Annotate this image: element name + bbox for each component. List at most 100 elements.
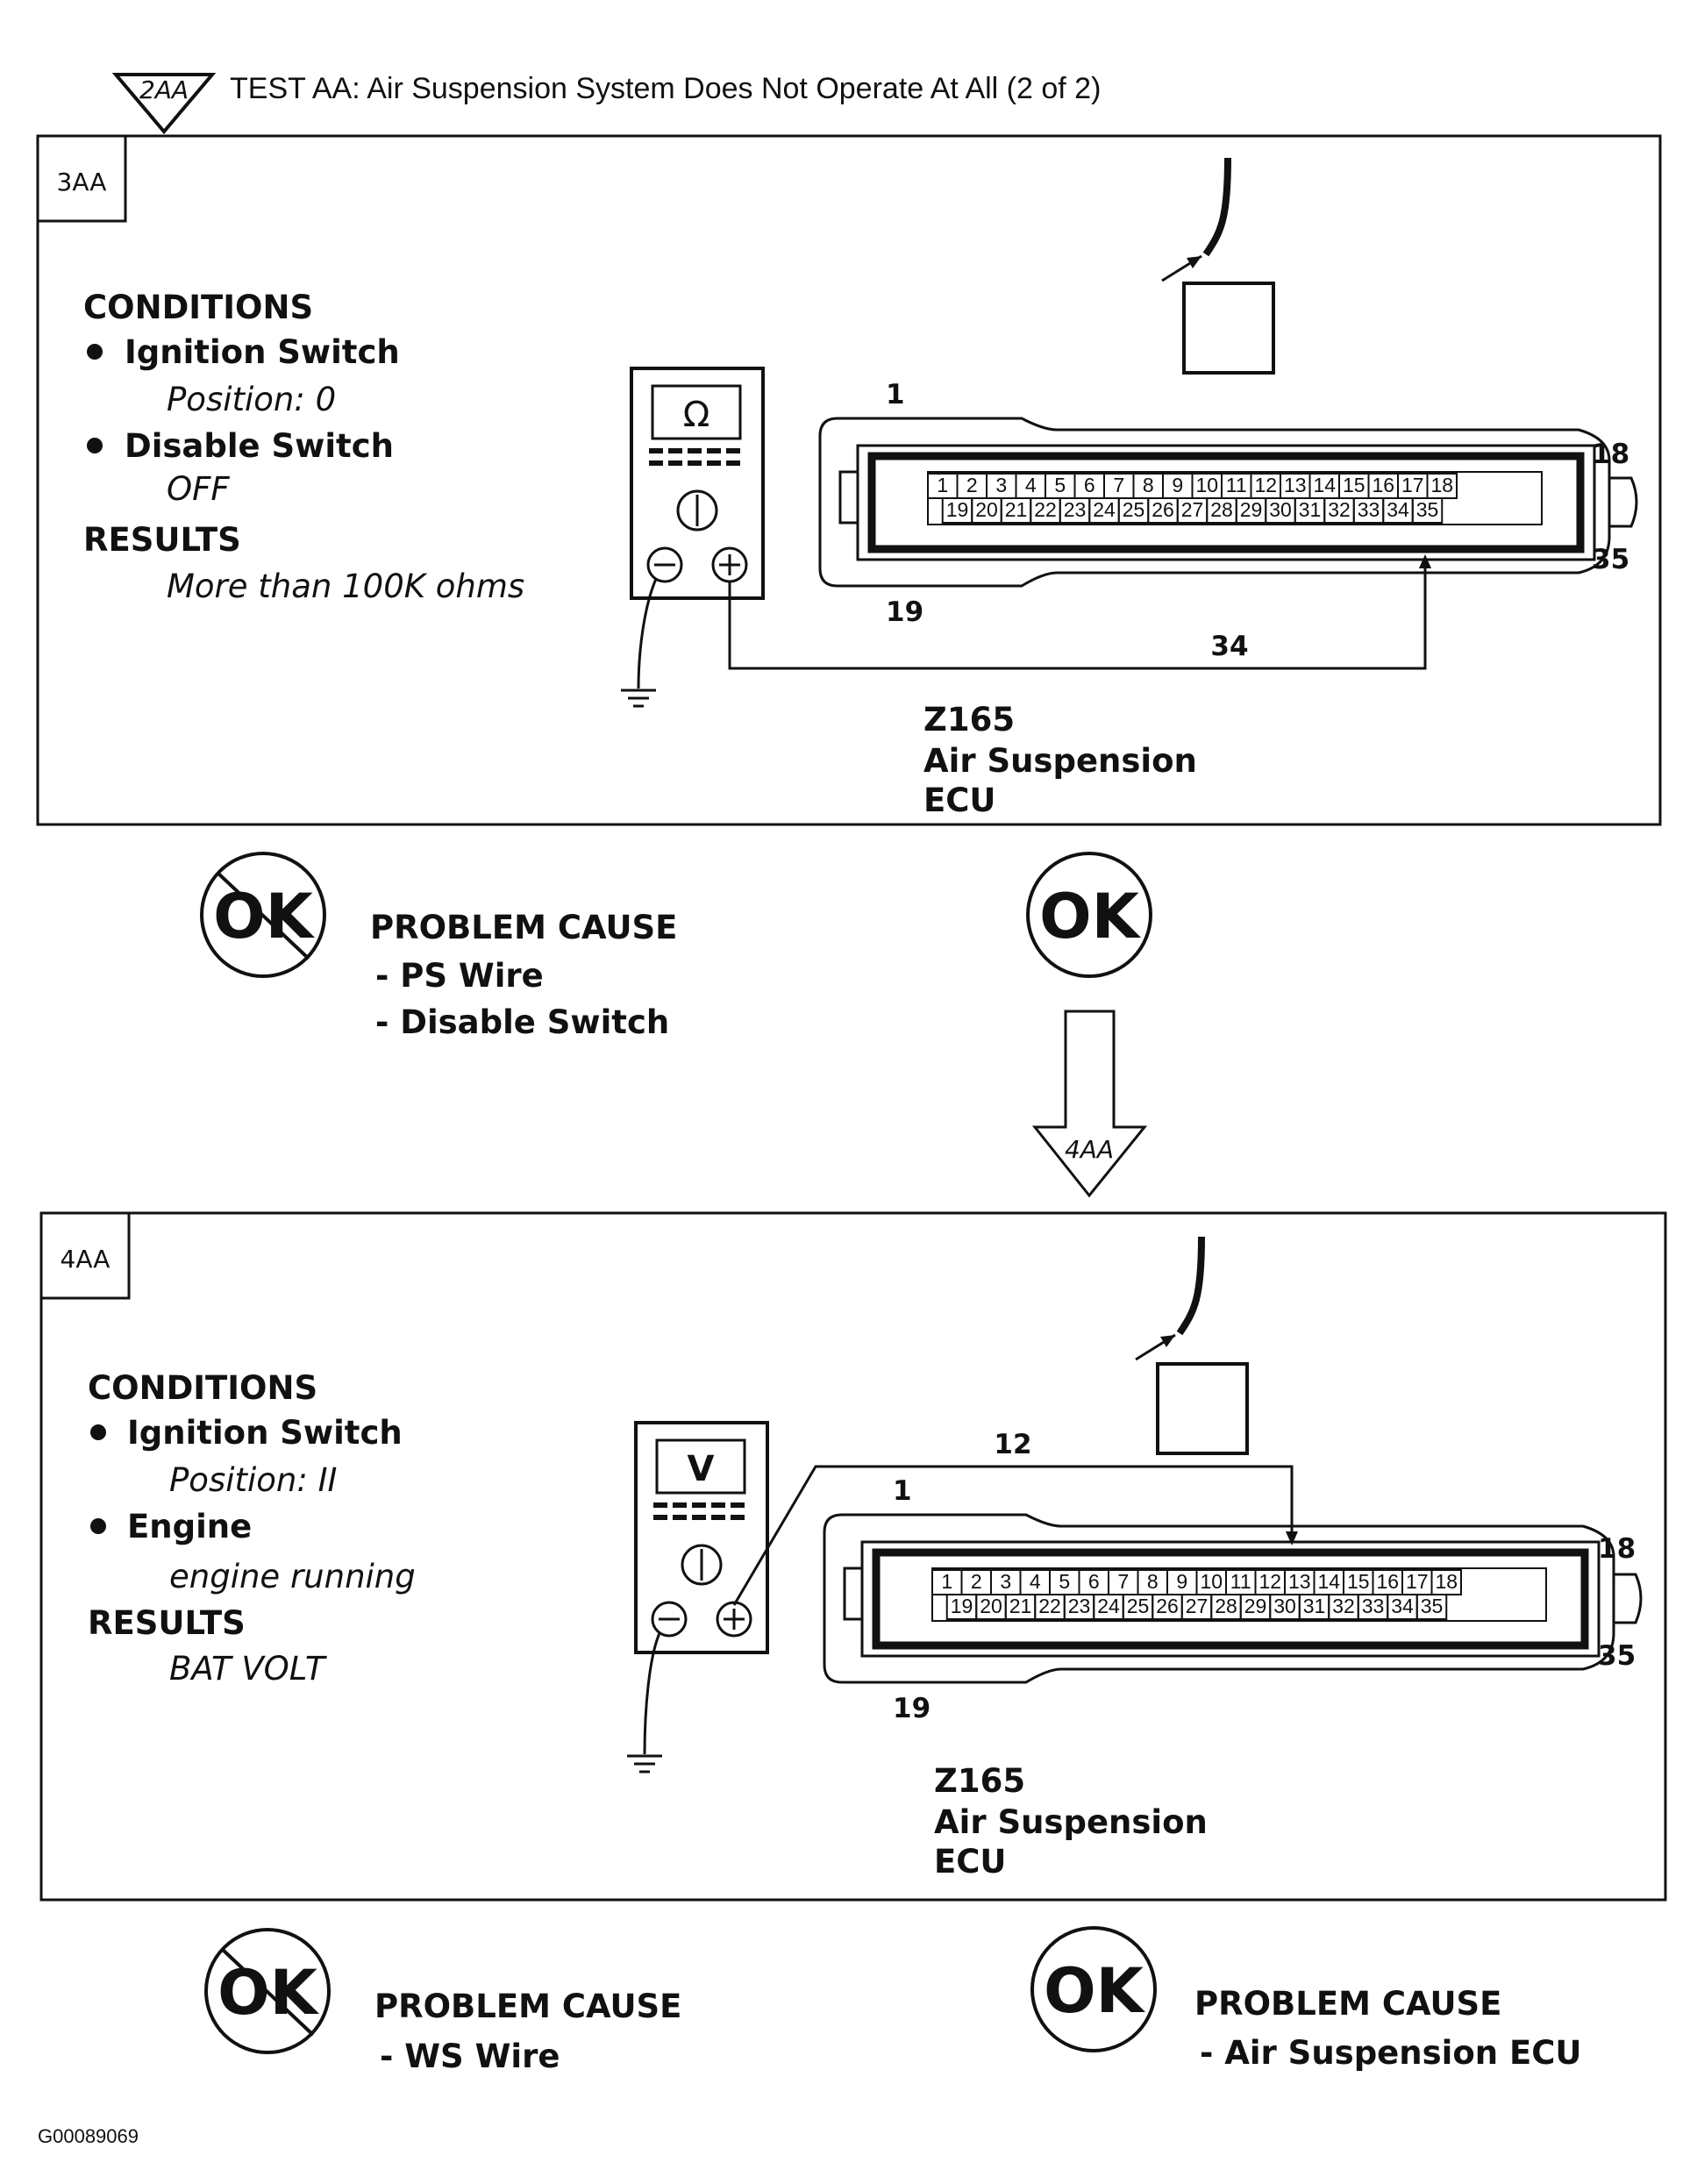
pin-label: 3 (1000, 1570, 1011, 1593)
figure-code: G00089069 (38, 2125, 139, 2147)
step-id: 3AA (57, 168, 107, 196)
plus-terminal-icon (711, 546, 748, 583)
arrow-icon (1419, 554, 1431, 568)
conditions: CONDITIONS Ignition Switch Position: 0 D… (83, 289, 524, 605)
connector-name: Air Suspension (934, 1803, 1208, 1841)
pin-label: 9 (1172, 474, 1183, 496)
pin-label: 13 (1284, 474, 1307, 496)
condition-value: engine running (169, 1558, 416, 1595)
pin-label: 21 (1009, 1595, 1032, 1617)
problem-cause-heading: PROBLEM CAUSE (1194, 1985, 1501, 2023)
pin-label: 26 (1152, 498, 1174, 521)
header: 2AA TEST AA: Air Suspension System Does … (111, 72, 1101, 135)
multimeter: Ω (630, 367, 765, 600)
pin-label: 24 (1097, 1595, 1120, 1617)
pin-label: 24 (1093, 498, 1116, 521)
pin-label: 1 (941, 1570, 952, 1593)
page-title: TEST AA: Air Suspension System Does Not … (230, 72, 1101, 105)
pin-label: 34 (1387, 498, 1409, 521)
pin-label: 35 (1416, 498, 1439, 521)
result-not-ok-3aa: OK PROBLEM CAUSE - PS Wire - Disable Swi… (200, 852, 677, 1041)
conditions: CONDITIONS Ignition Switch Position: II … (88, 1369, 416, 1688)
pin-label: 31 (1303, 1595, 1326, 1617)
arrow-icon (1286, 1531, 1298, 1545)
pin-label: 18 (1435, 1570, 1458, 1593)
volt-icon: V (688, 1449, 715, 1489)
pin-label: 11 (1226, 474, 1247, 496)
result-ok-4aa: OK PROBLEM CAUSE - Air Suspension ECU (1030, 1926, 1581, 2072)
pin-label: 28 (1210, 498, 1233, 521)
panel-frame (39, 1211, 1667, 1902)
pin-label: 19 (946, 498, 969, 521)
probe-pin-label: 12 (994, 1429, 1031, 1460)
condition-name: Ignition Switch (125, 333, 400, 371)
component-box (1182, 282, 1275, 375)
corner-label-top-left: 1 (886, 379, 905, 410)
step-id: 4AA (61, 1245, 111, 1274)
pin-label: 23 (1064, 498, 1087, 521)
problem-cause-heading: PROBLEM CAUSE (370, 909, 677, 946)
result-ok-3aa: OK (1026, 852, 1152, 978)
pin-label: 17 (1406, 1570, 1429, 1593)
pin-label: 12 (1254, 474, 1277, 496)
pin-label: 4 (1025, 474, 1037, 496)
pin-label: 16 (1372, 474, 1394, 496)
pin-label: 3 (995, 474, 1007, 496)
pin-label: 32 (1332, 1595, 1355, 1617)
connector-name: Air Suspension (923, 742, 1197, 780)
result-value: BAT VOLT (169, 1650, 327, 1688)
problem-cause-item: - Disable Switch (375, 1003, 669, 1041)
pin-label: 14 (1313, 474, 1336, 496)
bullet-icon (90, 1518, 106, 1534)
meter-display (655, 1438, 746, 1495)
pin-label: 2 (966, 474, 978, 496)
minus-terminal-icon (651, 1601, 688, 1638)
not-ok-icon (200, 852, 326, 978)
pin-label: 2 (971, 1570, 982, 1593)
pin-label: 35 (1421, 1595, 1444, 1617)
condition-value: Position: 0 (167, 381, 336, 418)
result-not-ok-4aa: OK PROBLEM CAUSE - WS Wire (204, 1928, 681, 2075)
probe-wire (732, 1465, 1298, 1606)
ohm-icon: Ω (683, 395, 710, 435)
connector-name-line2: ECU (923, 782, 995, 819)
pin-label: 8 (1143, 474, 1154, 496)
meter-display (651, 384, 742, 440)
pin-label: 15 (1347, 1570, 1370, 1593)
connector-id: Z165 (923, 701, 1015, 739)
pin-label: 4 (1030, 1570, 1041, 1593)
conditions-heading: CONDITIONS (88, 1369, 317, 1407)
pin-label: 7 (1113, 474, 1124, 496)
step-marker-next: 4AA (1065, 1135, 1114, 1164)
pin-label: 31 (1299, 498, 1322, 521)
corner-label-bottom-left: 19 (893, 1693, 930, 1724)
condition-name: Disable Switch (125, 427, 394, 465)
results-heading: RESULTS (83, 521, 241, 559)
meter-dial-icon (676, 489, 718, 532)
result-value: More than 100K ohms (167, 567, 524, 605)
pin-label: 27 (1186, 1595, 1209, 1617)
pin-label: 29 (1244, 1595, 1267, 1617)
minus-terminal-icon (646, 546, 683, 583)
pin-label: 29 (1240, 498, 1263, 521)
probe-pin-label: 34 (1210, 631, 1248, 662)
svg-text:OK: OK (1039, 881, 1142, 953)
ok-icon (1026, 852, 1152, 978)
pin-label: 33 (1362, 1595, 1385, 1617)
pin-label: 32 (1328, 498, 1351, 521)
problem-cause-item: - Air Suspension ECU (1200, 2034, 1581, 2072)
multimeter: V (634, 1421, 769, 1654)
pin-label: 28 (1215, 1595, 1237, 1617)
pin-label: 7 (1117, 1570, 1129, 1593)
condition-value: Position: II (169, 1461, 337, 1499)
pin-label: 11 (1230, 1570, 1251, 1593)
step-marker-prev-icon (111, 73, 217, 135)
pin-label: 21 (1005, 498, 1028, 521)
pin-label: 18 (1430, 474, 1453, 496)
problem-cause-heading: PROBLEM CAUSE (374, 1988, 681, 2025)
pin-label: 17 (1401, 474, 1424, 496)
